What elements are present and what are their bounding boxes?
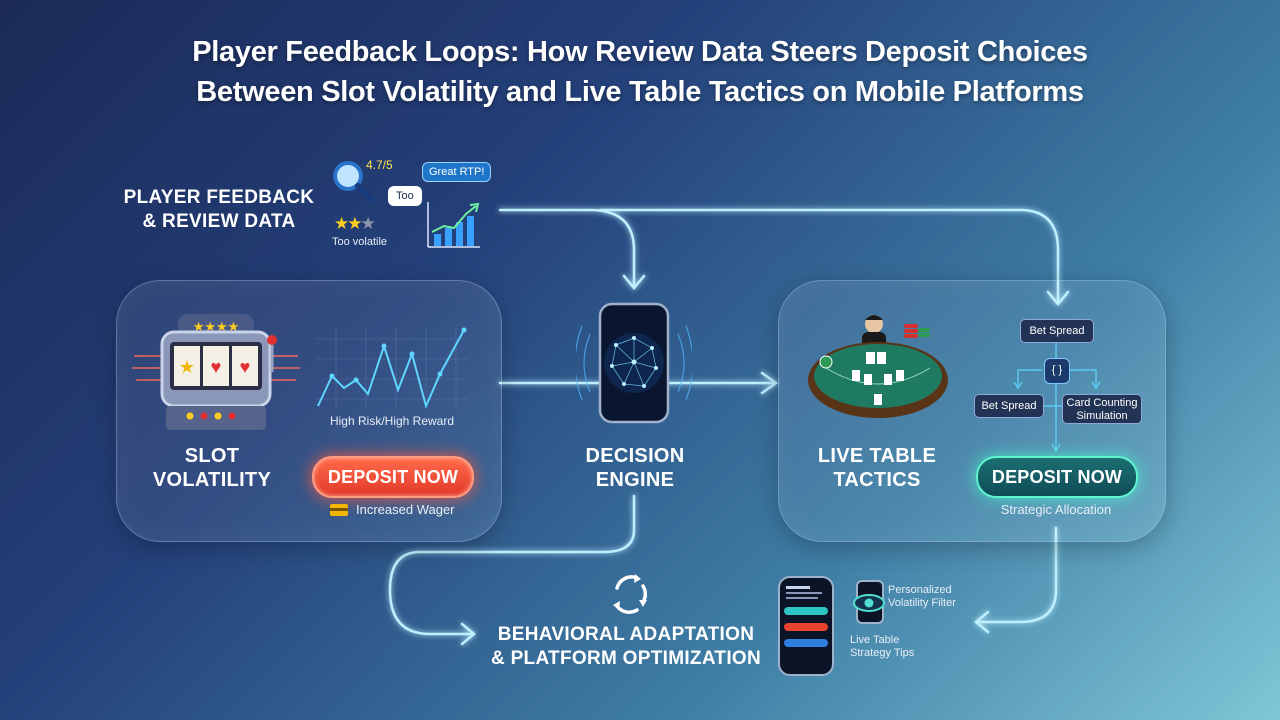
slot-label-line-2: VOLATILITY (152, 469, 272, 491)
adaptation-label-line-1: BEHAVIORAL ADAPTATION (497, 624, 755, 645)
tip2-line-1: Live Table (850, 634, 900, 646)
engine-label-line-1: DECISION (585, 445, 685, 467)
volatility-filter-caption: Personalized Volatility Filter (888, 584, 956, 610)
tip1-line-1: Personalized (888, 584, 952, 596)
svg-text:★: ★ (179, 357, 195, 377)
too-bubble: Too (388, 186, 422, 206)
card-counting-node: Card Counting Simulation (1062, 394, 1142, 424)
bet-spread-left-node: Bet Spread (974, 394, 1044, 418)
blackjack-table-icon (808, 315, 948, 418)
bar-chart-icon (427, 202, 480, 248)
star-icon: ★ (347, 214, 362, 233)
feedback-label-line-2: & REVIEW DATA (142, 211, 296, 232)
tip2-line-2: Strategy Tips (850, 647, 915, 659)
svg-text:★★★★: ★★★★ (193, 319, 240, 334)
feedback-label: PLAYER FEEDBACK & REVIEW DATA (112, 186, 326, 234)
eye-icon (853, 594, 885, 612)
allocation-caption: Strategic Allocation (1000, 502, 1112, 517)
engine-label-line-2: ENGINE (595, 469, 675, 491)
code-icon: { } (1044, 358, 1070, 384)
phone-network-icon (576, 302, 692, 424)
slot-chart-caption: High Risk/High Reward (329, 414, 455, 428)
credit-card-icon (330, 504, 348, 516)
live-label-line-1: LIVE TABLE (817, 445, 937, 467)
slot-deposit-button[interactable]: DEPOSIT NOW (312, 456, 474, 498)
stars-caption: Too volatile (332, 236, 388, 248)
slot-label-line-1: SLOT (184, 445, 240, 467)
live-label-line-2: TACTICS (833, 469, 921, 491)
card-counting-line-2: Simulation (1076, 410, 1128, 422)
strategy-tips-caption: Live Table Strategy Tips (850, 634, 914, 660)
card-counting-line-1: Card Counting (1066, 397, 1138, 409)
svg-text:♥: ♥ (240, 357, 251, 377)
engine-label: DECISION ENGINE (560, 444, 710, 492)
great-rtp-bubble: Great RTP! (422, 162, 492, 182)
bet-spread-top-node: Bet Spread (1020, 319, 1094, 343)
svg-text:♥: ♥ (211, 357, 222, 377)
live-deposit-button[interactable]: DEPOSIT NOW (976, 456, 1138, 498)
mobile-app-preview (778, 576, 834, 676)
title-line-1: Player Feedback Loops: How Review Data S… (192, 36, 1088, 68)
wager-caption: Increased Wager (356, 502, 455, 517)
star-rating: ★★★ (334, 214, 376, 234)
refresh-cycle-icon (613, 574, 648, 614)
magnifier-icon (333, 161, 375, 203)
adaptation-label: BEHAVIORAL ADAPTATION & PLATFORM OPTIMIZ… (476, 623, 776, 671)
page-title: Player Feedback Loops: How Review Data S… (0, 32, 1280, 112)
adaptation-label-line-2: & PLATFORM OPTIMIZATION (490, 648, 762, 669)
volatility-chart-icon (316, 327, 468, 410)
star-icon: ★ (334, 214, 349, 233)
rating-text: 4.7/5 (366, 158, 393, 172)
slot-machine-icon: ★★★★ ★ ♥ ♥ (132, 314, 300, 430)
star-empty-icon: ★ (360, 214, 376, 233)
tip1-line-2: Volatility Filter (888, 597, 956, 609)
title-line-2: Between Slot Volatility and Live Table T… (196, 76, 1084, 108)
live-label: LIVE TABLE TACTICS (804, 444, 950, 492)
strategy-flow-connectors (1013, 342, 1101, 453)
slot-label: SLOT VOLATILITY (132, 444, 292, 492)
feedback-label-line-1: PLAYER FEEDBACK (123, 187, 315, 208)
